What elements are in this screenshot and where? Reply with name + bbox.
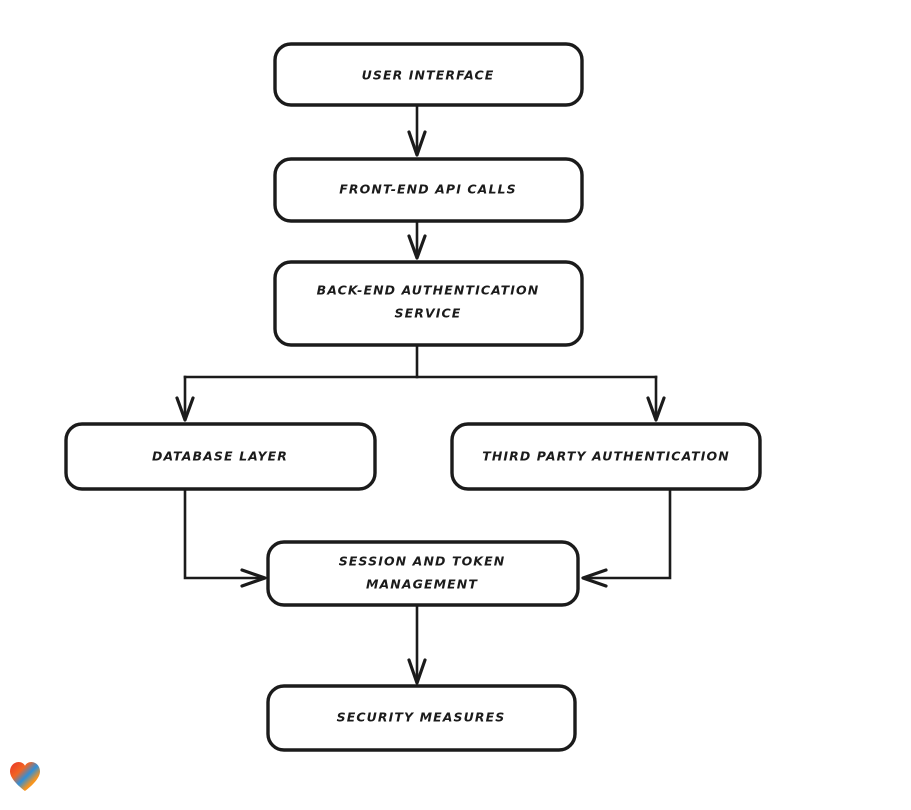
- node-session-token-mgmt[interactable]: Session and Token Management: [266, 540, 580, 607]
- node-back-end-auth-service[interactable]: Back-End Authentication Service: [273, 260, 584, 347]
- node-user-interface[interactable]: User Interface: [273, 42, 584, 107]
- node-box-back-end-auth-service: [273, 260, 584, 347]
- node-security-measures[interactable]: Security Measures: [266, 684, 577, 752]
- edge-session-to-security: [407, 603, 427, 685]
- edge-third-to-session: [581, 487, 672, 588]
- node-label-session-token-mgmt-line1: Session and Token: [339, 554, 506, 569]
- edge-db-to-session: [183, 487, 267, 588]
- node-label-third-party-auth: Third Party Authentication: [482, 449, 730, 464]
- edge-api-to-backend: [407, 219, 427, 260]
- node-label-database-layer: Database Layer: [152, 449, 288, 464]
- edge-backend-branch-bus: [183, 343, 658, 379]
- node-box-third-party-auth: [450, 422, 762, 491]
- node-label-back-end-auth-service-line2: Service: [395, 306, 462, 321]
- node-front-end-api-calls[interactable]: Front-End API Calls: [273, 157, 584, 223]
- node-third-party-auth[interactable]: Third Party Authentication: [450, 422, 762, 491]
- node-box-session-token-mgmt: [266, 540, 580, 607]
- edge-backend-to-db: [175, 375, 195, 422]
- node-label-session-token-mgmt-line2: Management: [366, 577, 478, 592]
- heart-icon: [10, 762, 40, 791]
- node-box-security-measures: [266, 684, 577, 752]
- node-label-user-interface: User Interface: [362, 68, 495, 83]
- edge-backend-to-third: [646, 375, 666, 422]
- edge-ui-to-api: [407, 103, 427, 157]
- node-label-back-end-auth-service-line1: Back-End Authentication: [317, 283, 540, 298]
- node-database-layer[interactable]: Database Layer: [64, 422, 377, 491]
- node-label-security-measures: Security Measures: [337, 710, 506, 725]
- node-label-front-end-api-calls: Front-End API Calls: [339, 182, 516, 197]
- node-box-user-interface: [273, 42, 584, 107]
- node-box-front-end-api-calls: [273, 157, 584, 223]
- node-box-database-layer: [64, 422, 377, 491]
